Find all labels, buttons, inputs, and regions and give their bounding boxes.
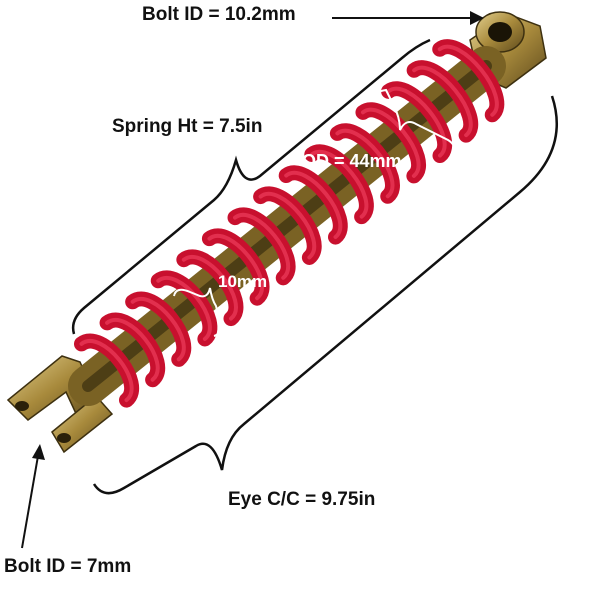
spring-coil-highlight (156, 276, 212, 341)
spring-height-bracket (71, 38, 431, 335)
spring-coil-highlight (412, 65, 473, 138)
bolt-top-label: Bolt ID = 10.2mm (142, 4, 296, 25)
spring-coil-highlight (130, 297, 186, 362)
damper-body (68, 46, 506, 406)
spring-coil-highlight (360, 107, 421, 178)
bolt-bottom-arrow (21, 444, 45, 549)
spring-coil-highlight (309, 149, 369, 219)
od-bracket (374, 88, 458, 161)
spring-coil-highlight (105, 318, 160, 382)
bolt-bottom-label: Bolt ID = 7mm (4, 556, 132, 577)
spring-height-label: Spring Ht = 7.5in (112, 116, 263, 137)
spring-coil-highlight (207, 234, 265, 301)
outer-diameter-label: OD = 44mm (302, 151, 402, 171)
spring-coil-highlight (233, 213, 291, 280)
wire-width-label: 10mm (218, 272, 268, 291)
wire-width-bracket (173, 287, 222, 337)
bolt-top-arrow (332, 11, 484, 25)
eye-to-eye-label: Eye C/C = 9.75in (228, 489, 376, 510)
spring-coil-highlight (284, 171, 343, 240)
spring-coil-highlight (79, 339, 134, 403)
spring-coil-highlight (258, 192, 317, 260)
coil-spring (73, 39, 505, 408)
spring-coil-highlight (437, 44, 499, 117)
eye-to-eye-bracket (92, 95, 559, 495)
spring-coil-highlight (335, 128, 395, 199)
spring-coil-highlight (386, 86, 447, 158)
spring-coil-highlight (181, 255, 238, 321)
